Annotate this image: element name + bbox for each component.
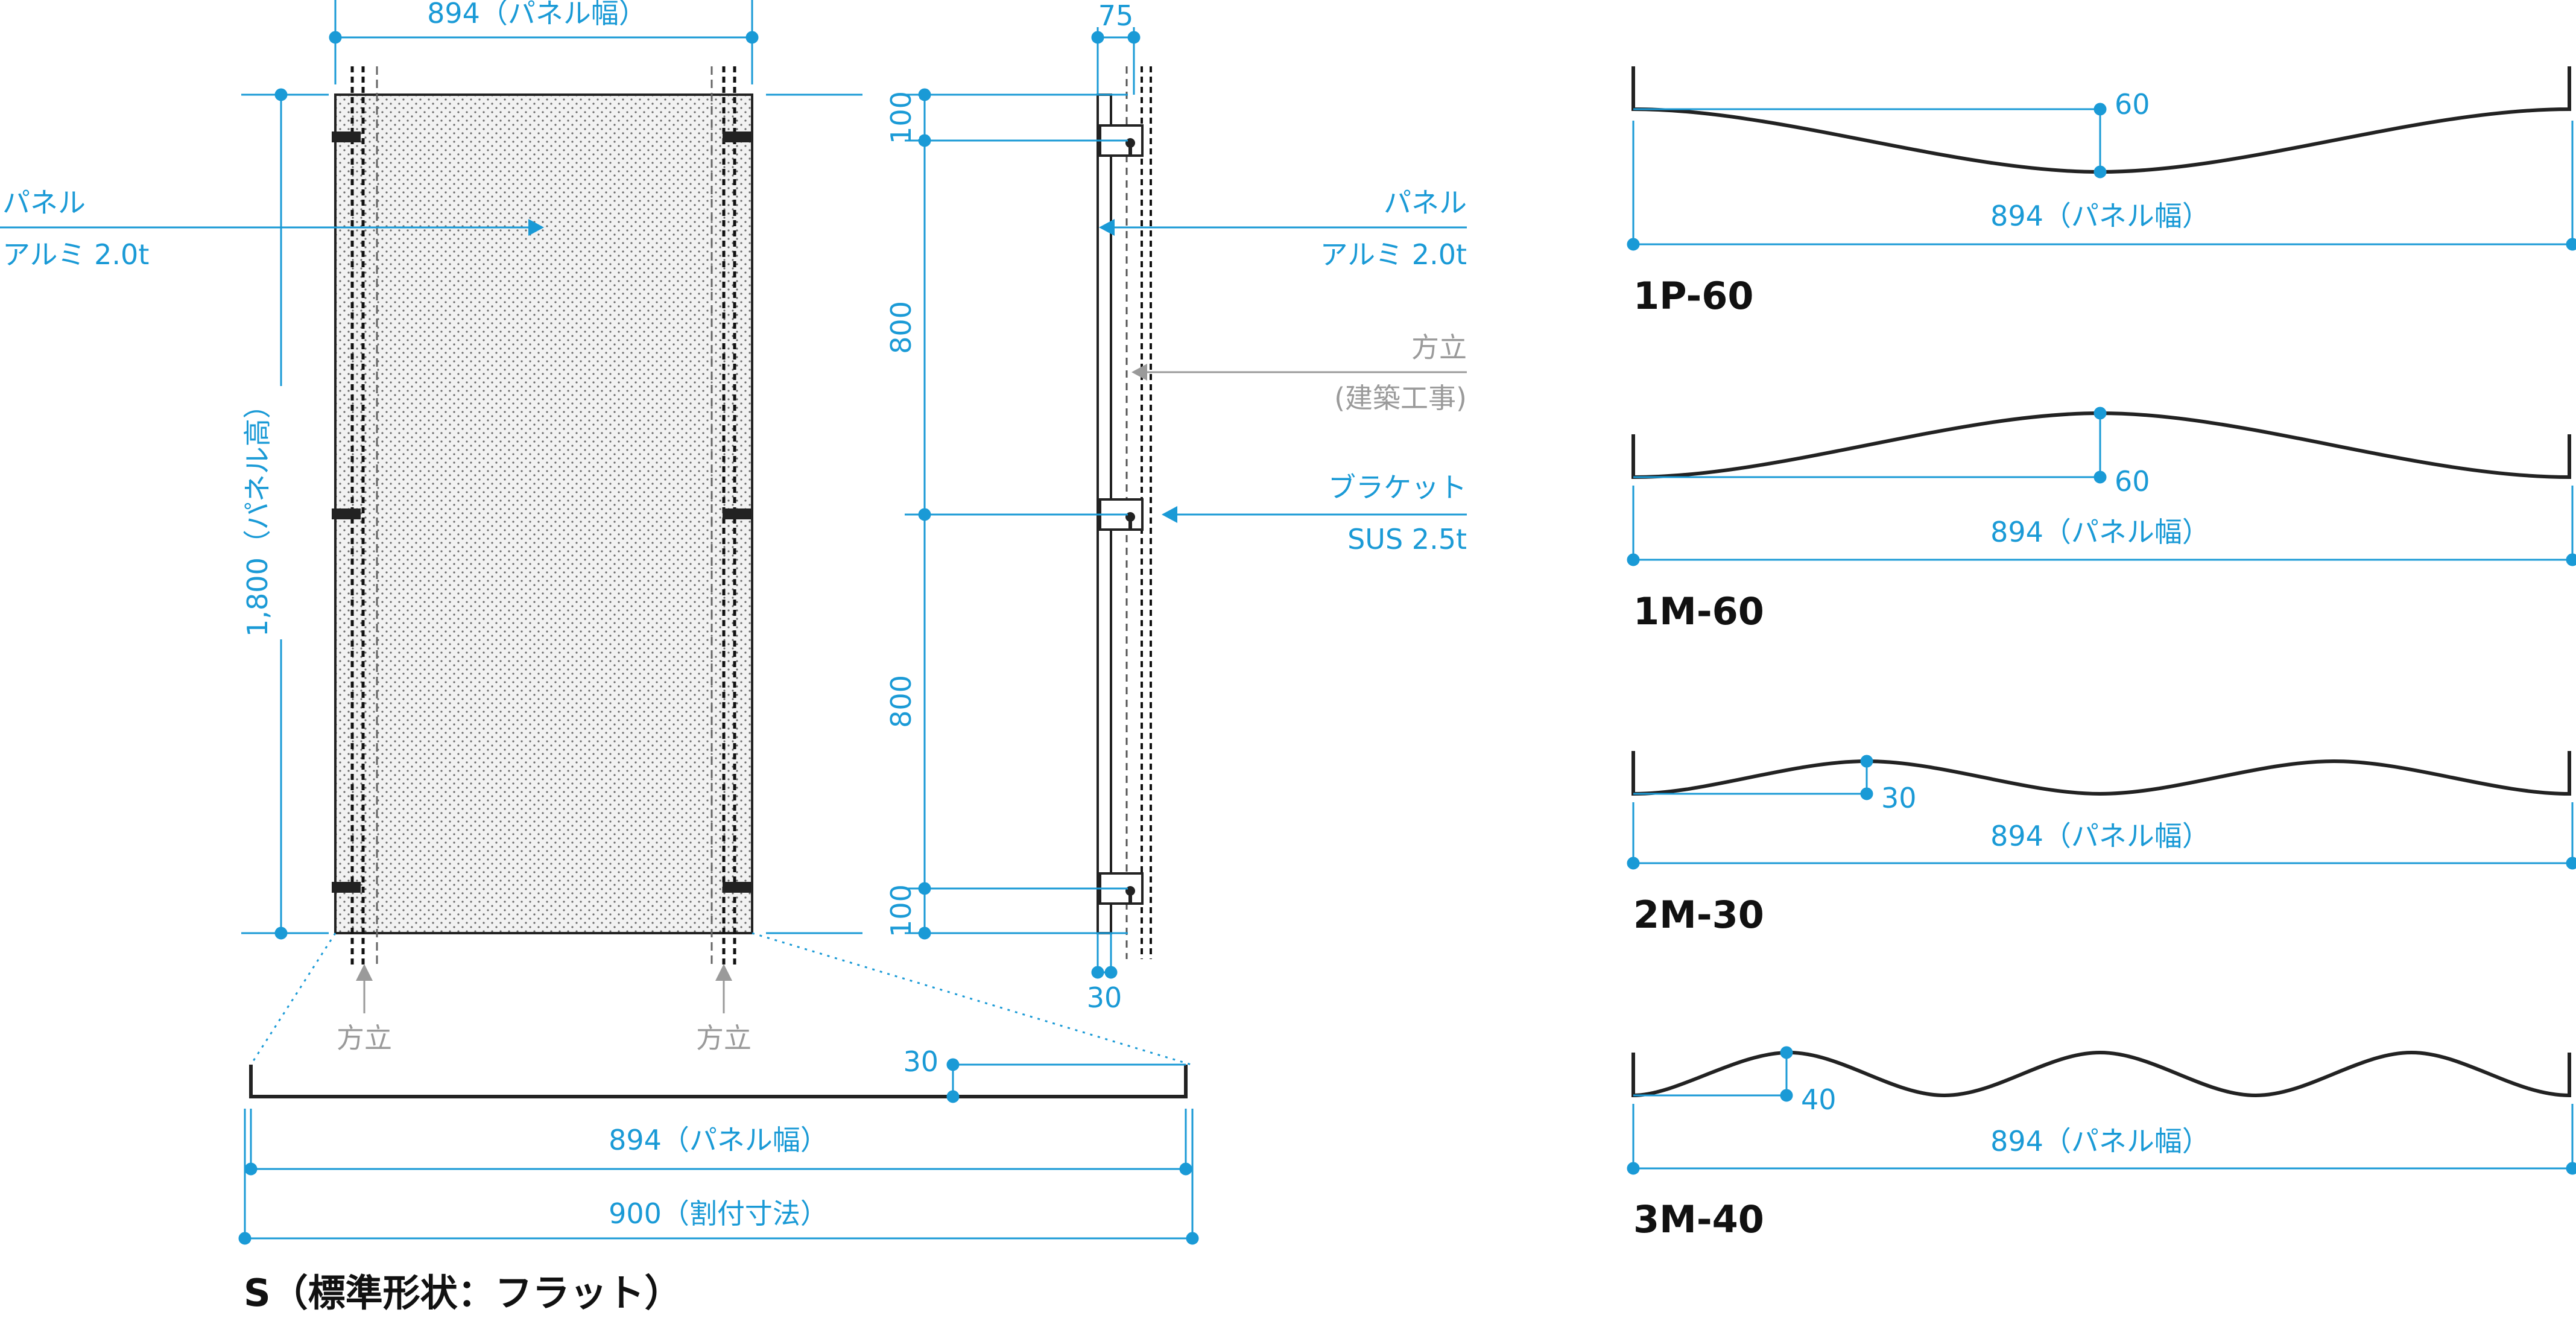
profile-1p-60-width: 894（パネル幅） [1990,200,2210,232]
side-view: 75 30 100 800 800 100 [766,0,1467,1014]
side-seg-lower-label: 800 [885,675,917,728]
side-depth-bottom-label: 30 [1087,981,1122,1014]
profile-1p-60-title: 1P-60 [1633,274,1754,318]
side-panel-material: アルミ 2.0t [1320,238,1467,271]
front-panel-material: アルミ 2.0t [2,238,149,271]
side-panel-callout [1099,219,1467,236]
profile-1m-60-title: 1M-60 [1633,589,1764,633]
mullion-lines [350,66,736,965]
front-width-dimension [329,0,759,84]
profile-1m-60-curve [1631,411,2571,480]
profile-1p-60-curve [1631,66,2571,174]
front-height-label: 1,800（パネル高） [241,391,274,637]
profile-1m-60: 60 894（パネル幅） 1M-60 [1627,407,2576,633]
front-brackets [332,131,752,893]
section-s: 30 894（パネル幅） 900（割付寸法） S（標準形状：フラット） [238,1045,1199,1315]
profile-1p-60-depth: 60 [2115,88,2150,121]
side-mullion-label: 方立 [1411,331,1467,364]
section-s-title: S（標準形状：フラット） [244,1271,682,1315]
side-seg-upper-label: 800 [885,301,917,354]
side-panel-label: パネル [1384,186,1467,219]
side-bracket-callout [1162,506,1467,523]
front-view: 894（パネル幅） 1,800（パネル高） [0,0,1192,1066]
section-s-module-label: 900（割付寸法） [609,1197,828,1230]
front-mullion-arrows [356,964,732,1013]
side-seg-top-label: 100 [885,91,917,144]
section-s-profile [249,1065,1188,1098]
side-height-dimension-chain [766,88,1128,940]
section-s-dimensions [238,1058,1199,1245]
front-panel-callout [0,219,544,236]
side-bracket-label: ブラケット [1328,471,1467,504]
front-mullion-right-label: 方立 [696,1022,752,1054]
side-mullion-note: (建築工事) [1334,382,1467,414]
profile-3m-40-depth: 40 [1801,1083,1837,1116]
profile-1m-60-width: 894（パネル幅） [1990,516,2210,548]
side-depth-dimension-top [1091,27,1141,95]
profile-3m-40-width: 894（パネル幅） [1990,1125,2210,1158]
side-depth-dimension-bottom [1091,933,1118,979]
section-s-width-label: 894（パネル幅） [609,1124,828,1156]
perforated-panel [334,93,753,934]
profile-1m-60-depth: 60 [2115,465,2150,498]
profile-2m-30-width: 894（パネル幅） [1990,820,2210,852]
profile-2m-30: 30 894（パネル幅） 2M-30 [1627,751,2576,937]
side-mullion-callout [1131,364,1467,381]
profile-2m-30-curve [1631,751,2571,796]
profile-2m-30-depth: 30 [1881,782,1917,814]
profile-1p-60: 60 894（パネル幅） 1P-60 [1627,66,2576,318]
side-seg-bottom-label: 100 [885,884,917,937]
profile-3m-40: 40 894（パネル幅） 3M-40 [1627,1046,2576,1241]
profile-2m-30-title: 2M-30 [1633,893,1764,937]
profile-3m-40-curve [1631,1050,2571,1098]
front-width-label: 894（パネル幅） [427,0,647,30]
front-mullion-left-label: 方立 [337,1022,392,1054]
side-bracket-material: SUS 2.5t [1347,523,1467,556]
profile-3m-40-title: 3M-40 [1633,1197,1764,1241]
front-panel-label: パネル [2,186,86,219]
section-leader-lines [250,932,1192,1066]
side-depth-top-label: 75 [1098,0,1134,32]
section-s-edge-label: 30 [903,1045,938,1078]
